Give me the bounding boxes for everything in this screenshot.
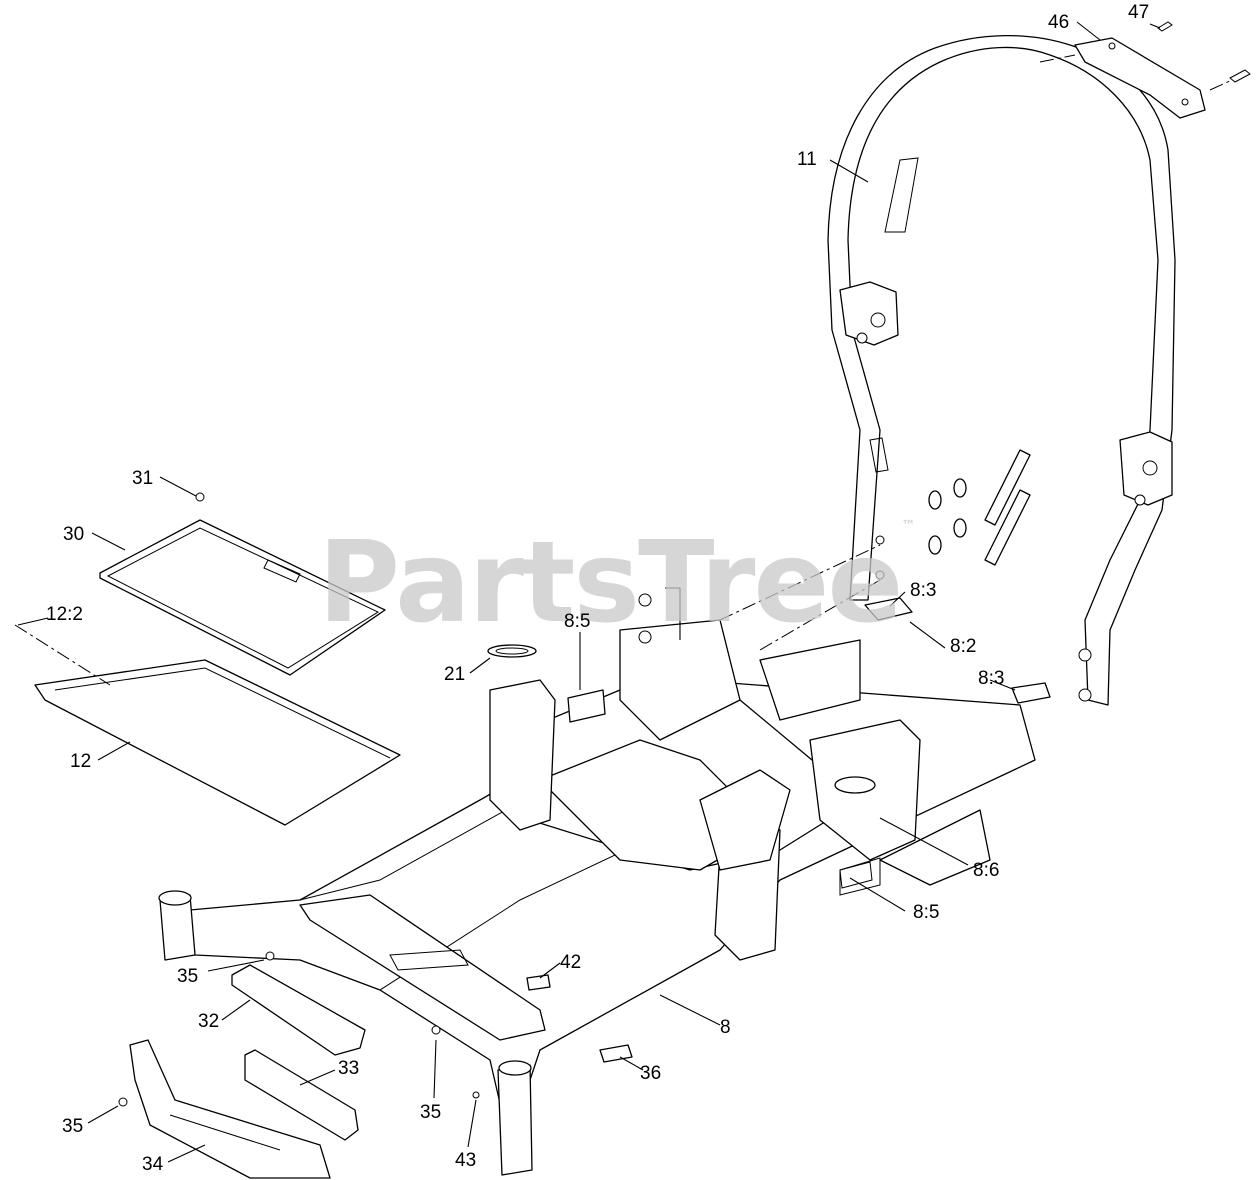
callout-35-left[interactable]: 35: [62, 1116, 84, 1137]
callout-36[interactable]: 36: [640, 1063, 662, 1084]
callout-21[interactable]: 21: [444, 664, 466, 685]
callout-12-2[interactable]: 12:2: [46, 604, 83, 625]
callout-8-3-upper[interactable]: 8:3: [910, 580, 937, 601]
decals: [526, 597, 1051, 1063]
main-frame-part-8: [158, 619, 1036, 1176]
callout-11[interactable]: 11: [797, 149, 817, 170]
step-plate-part-32: [231, 964, 366, 1056]
callout-33[interactable]: 33: [338, 1058, 360, 1079]
bumper-part-34: [129, 1039, 331, 1179]
callout-46[interactable]: 46: [1048, 12, 1070, 33]
pin-43: [472, 1091, 480, 1099]
callout-30[interactable]: 30: [63, 524, 85, 545]
callout-12[interactable]: 12: [70, 751, 92, 772]
callout-8-5-upper[interactable]: 8:5: [564, 611, 591, 632]
callout-31[interactable]: 31: [132, 468, 154, 489]
callout-42[interactable]: 42: [560, 952, 582, 973]
roll-bar-bolts: [719, 449, 1031, 651]
callout-47[interactable]: 47: [1128, 2, 1150, 23]
decal-36: [599, 1044, 633, 1063]
callout-8-6[interactable]: 8:6: [973, 860, 1000, 881]
screws: [118, 492, 652, 1107]
callout-35-upper[interactable]: 35: [177, 966, 199, 987]
roll-bar-part-11: [827, 34, 1176, 706]
callout-8-3-lower[interactable]: 8:3: [978, 668, 1005, 689]
decal-8-3-lower: [1011, 682, 1051, 704]
front-crossmember: [299, 894, 546, 1041]
callout-43[interactable]: 43: [455, 1150, 477, 1171]
decal-8-5-upper: [567, 689, 606, 723]
callout-8-2[interactable]: 8:2: [950, 636, 977, 657]
callout-34[interactable]: 34: [142, 1154, 164, 1175]
callout-8[interactable]: 8: [720, 1017, 731, 1038]
cover-part-33: [244, 1049, 359, 1141]
leader-lines: [17, 21, 1161, 1163]
screw-31: [195, 492, 205, 502]
foot-plate-part-30: [99, 519, 386, 676]
floor-pan-part-12: [14, 624, 401, 826]
screw-35-upper: [265, 951, 275, 961]
decal-8-3-upper: [864, 597, 913, 621]
grommet-part-21: [487, 644, 537, 658]
screw-35-left: [118, 1097, 128, 1107]
watermark: PartsTree™: [318, 518, 915, 648]
decal-42: [526, 974, 551, 991]
callout-8-5-lower[interactable]: 8:5: [913, 902, 940, 923]
callout-32[interactable]: 32: [198, 1011, 220, 1032]
nut-upper: [638, 593, 652, 607]
bracket-part-46: [1039, 21, 1251, 119]
nut-lower: [638, 630, 652, 644]
callout-35-lower[interactable]: 35: [420, 1102, 442, 1123]
screw-35-lower: [431, 1025, 441, 1035]
